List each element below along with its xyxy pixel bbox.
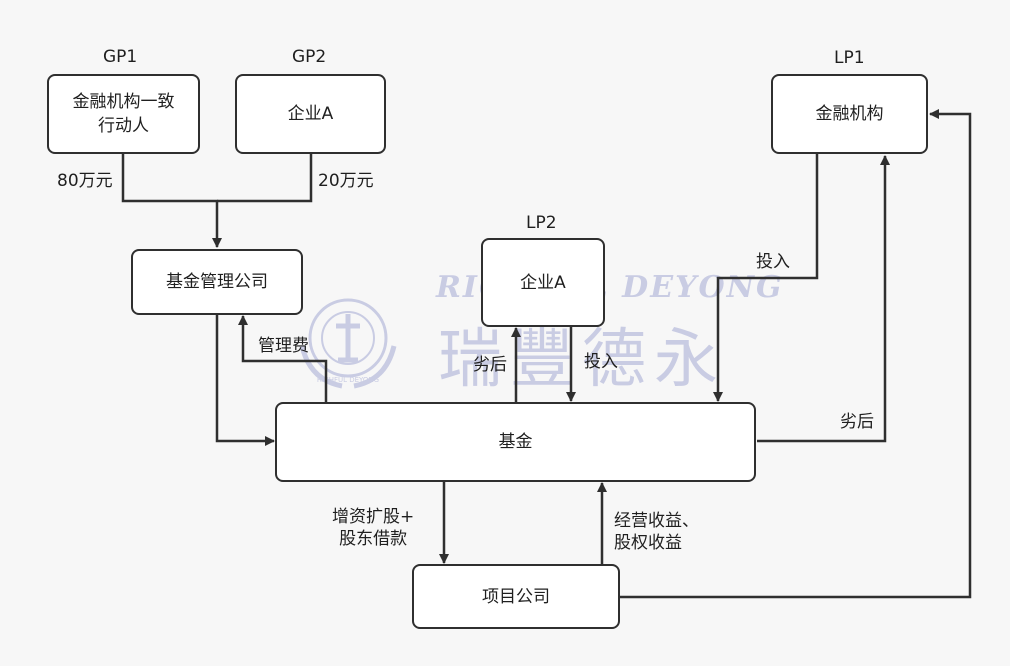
node-fund: 基金 [275,402,756,482]
edge-fund-to-lp1-subordinate [757,155,890,443]
node-lp2-label: 企业A [520,272,566,293]
label-lp2-invest: 投入 [584,352,618,372]
node-gp2-label: 企业A [287,104,334,124]
edge-fund-manager-to-fund [215,314,275,446]
label-lp1-invest: 投入 [756,252,790,272]
watermark-seal-text: RICHFUL DEYONG [317,376,379,384]
node-gp1-label: 金融机构一致 行动人 [72,92,175,136]
label-lp1-subordinate: 劣后 [840,412,874,432]
edge-fund-to-fund-manager-fee [238,315,328,403]
label-lp2-subordinate: 劣后 [473,355,507,375]
edge-gp1-to-fund-manager [121,153,222,248]
node-lp1-financial-institution: 金融机构 [771,74,928,154]
node-project-company-label: 项目公司 [482,586,550,607]
edge-gp2-to-fund-manager [217,153,313,203]
label-gp2-amount: 20万元 [318,171,374,191]
node-gp2-enterprise-a: 企业A [235,74,386,154]
edge-project-to-lp1 [620,109,972,599]
watermark-seal-icon: RICHFUL DEYONG [299,298,397,389]
title-gp1: GP1 [103,47,138,67]
node-gp1-financial-institution: 金融机构一致 行动人 [47,74,200,154]
node-fund-label: 基金 [498,432,533,452]
node-lp2-enterprise-a: 企业A [481,238,605,327]
title-gp2: GP2 [292,47,327,67]
title-lp1: LP1 [834,48,865,68]
label-management-fee: 管理费 [258,336,309,356]
label-capital-increase: 增资扩股+ 股东借款 [332,507,415,549]
label-returns: 经营收益、 股权收益 [614,511,699,553]
label-gp1-amount: 80万元 [57,171,113,191]
node-project-company: 项目公司 [412,564,620,629]
node-fund-manager-label: 基金管理公司 [166,272,268,292]
edge-lp1-to-fund-invest [713,153,819,402]
title-lp2: LP2 [526,213,557,233]
watermark-chinese: 瑞豐德永 [438,323,726,397]
node-lp1-label: 金融机构 [815,104,884,124]
node-fund-manager: 基金管理公司 [131,249,303,315]
